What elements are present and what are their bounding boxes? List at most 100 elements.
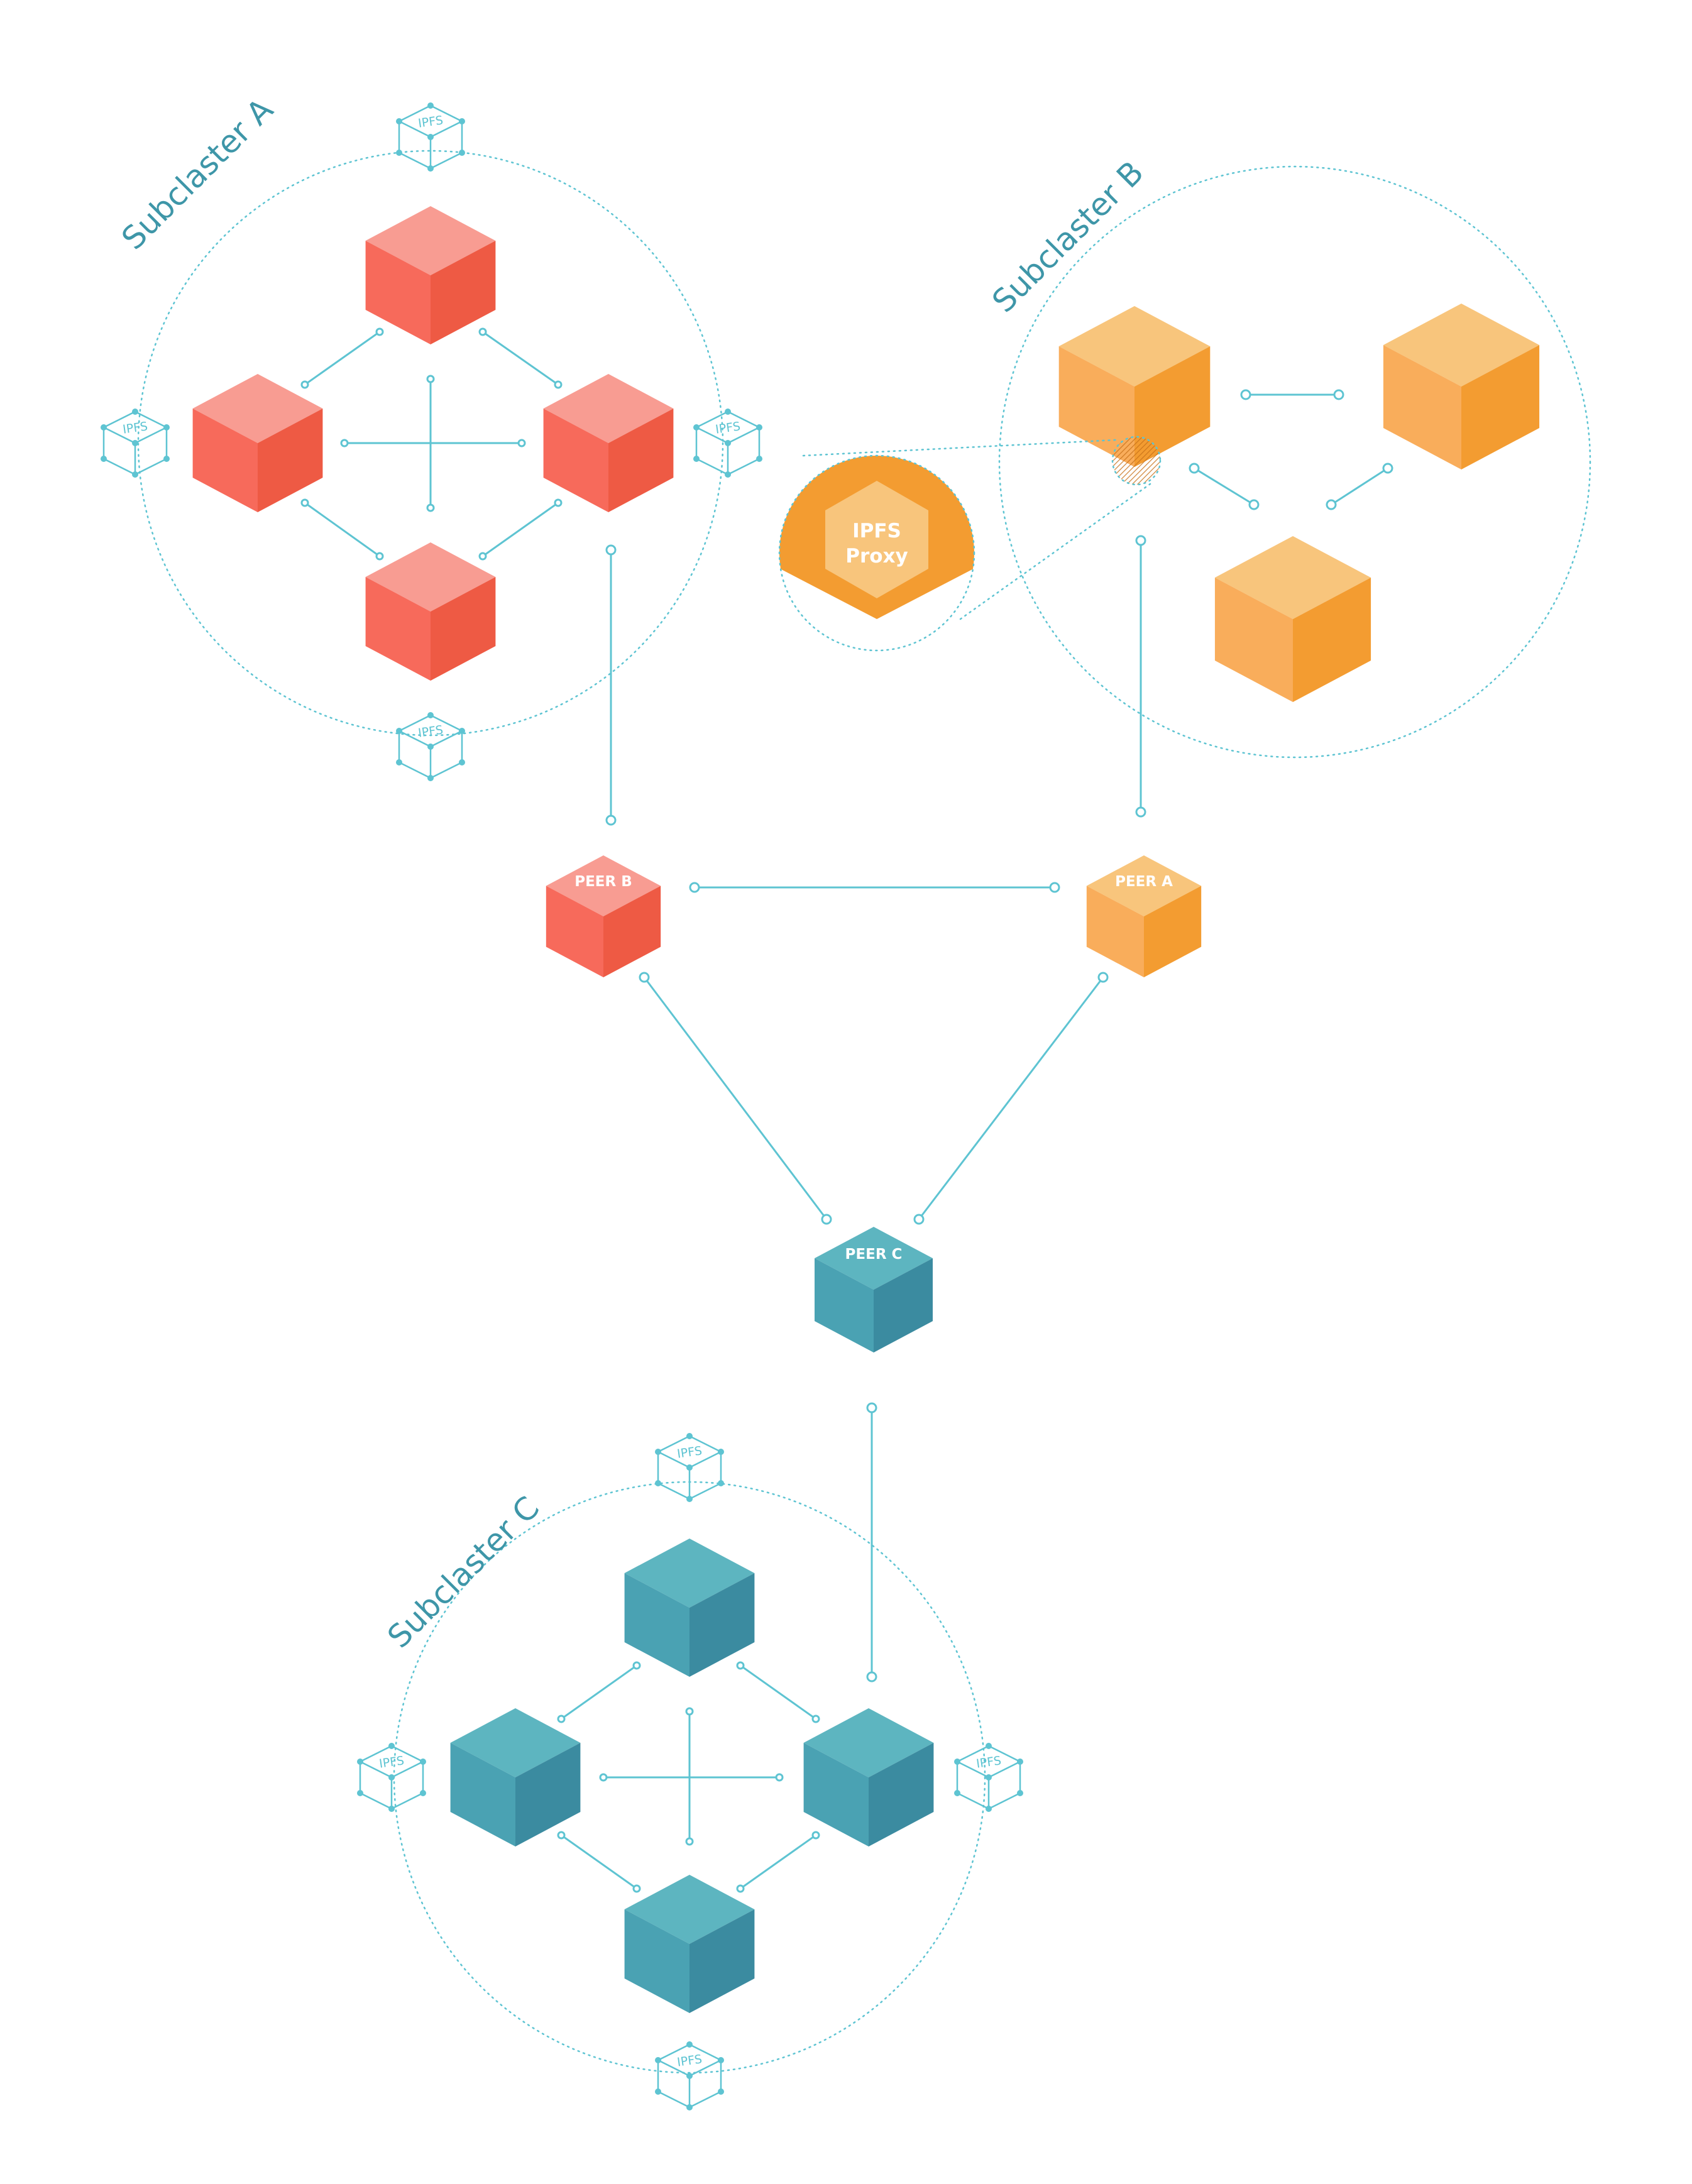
ipfs-vertex [1017, 1790, 1023, 1796]
ipfs-vertex [718, 1480, 724, 1486]
ipfs-vertex [725, 440, 731, 446]
ipfs-node: IPFS [396, 102, 465, 172]
subcluster-a-links [300, 327, 563, 561]
subcluster-a: IPFS IPFS IPFS IPFS Subclaster A [101, 91, 762, 781]
cube [1383, 304, 1540, 469]
ipfs-vertex [725, 471, 731, 478]
cube [543, 374, 674, 512]
peer-c: PEER C [815, 1227, 933, 1353]
cube-left-face [192, 409, 258, 512]
peer-b-label: PEER B [574, 874, 632, 890]
ipfs-vertex [357, 1759, 363, 1765]
cube-left-face [1058, 346, 1134, 467]
cube [624, 1539, 755, 1677]
subcluster-c-label: Subclaster C [380, 1490, 546, 1655]
ipfs-vertex [427, 775, 434, 781]
ipfs-label: IPFS [676, 1444, 703, 1461]
ipfs-vertex [388, 1743, 395, 1749]
cube [624, 1875, 755, 2013]
ipfs-vertex [954, 1759, 960, 1765]
ipfs-vertex [986, 1806, 992, 1812]
ipfs-vertex [427, 744, 434, 750]
cube-left-face [543, 409, 608, 512]
ipfs-vertex [686, 1496, 693, 1502]
peer-c-label: PEER C [845, 1246, 903, 1263]
cube-left-face [450, 1743, 515, 1847]
cube-left-face [365, 577, 431, 681]
ipfs-vertex [686, 1433, 693, 1439]
ipfs-vertex [420, 1790, 426, 1796]
peer-a: PEER A [1086, 855, 1202, 977]
ipfs-vertex [396, 118, 402, 124]
ipfs-proxy-callout: IPFS Proxy [778, 436, 1162, 652]
ipfs-vertex [427, 102, 434, 109]
peer-a-label: PEER A [1115, 874, 1173, 890]
cube-right-face [431, 577, 496, 681]
cube [1086, 855, 1202, 977]
cube-right-face [1293, 578, 1371, 702]
cube-top-face [1058, 306, 1211, 387]
cube-right-face [603, 886, 661, 977]
ipfs-label: IPFS [676, 2052, 703, 2069]
proxy-label-line1: IPFS [852, 520, 901, 542]
ipfs-vertex [427, 712, 434, 718]
cube-left-face [803, 1743, 869, 1847]
ipfs-vertex [396, 728, 402, 734]
cube-top-face [803, 1708, 934, 1777]
cube-top-face [624, 1539, 755, 1608]
cube-left-face [1214, 578, 1293, 702]
ipfs-vertex [718, 2057, 724, 2063]
ipfs-vertex [655, 2088, 661, 2095]
ipfs-vertex [163, 424, 170, 431]
cube-left-face [546, 886, 603, 977]
ipfs-label: IPFS [417, 113, 444, 130]
cube [803, 1708, 934, 1847]
cube-left-face [1383, 345, 1461, 469]
cube-right-face [608, 409, 674, 512]
ipfs-vertex [718, 2088, 724, 2095]
cube-right-face [1144, 886, 1202, 977]
ipfs-vertex [396, 759, 402, 765]
ipfs-vertex [132, 440, 138, 446]
ipfs-label: IPFS [715, 419, 741, 436]
ipfs-vertex [1017, 1759, 1023, 1765]
cube [365, 542, 496, 681]
cube-top-face [624, 1875, 755, 1944]
ipfs-vertex [459, 118, 465, 124]
cube-left-face [1086, 886, 1144, 977]
subcluster-c-links [557, 1661, 820, 1893]
subcluster-c: IPFS IPFS IPFS IPFS Subclaster C [357, 1433, 1023, 2110]
ipfs-vertex [655, 1449, 661, 1455]
subcluster-a-label: Subclaster A [114, 91, 280, 256]
ipfs-vertex [427, 165, 434, 172]
cube [815, 1227, 933, 1353]
proxy-label-line2: Proxy [845, 545, 908, 568]
cube-top-face [1086, 855, 1202, 916]
cube [450, 1708, 581, 1847]
ipfs-vertex [693, 456, 700, 462]
ipfs-vertex [459, 150, 465, 156]
ipfs-vertex [954, 1790, 960, 1796]
ipfs-vertex [396, 150, 402, 156]
ipfs-vertex [756, 456, 762, 462]
ipfs-node: IPFS [357, 1743, 426, 1812]
cube-right-face [874, 1258, 933, 1353]
ipfs-vertex [427, 134, 434, 140]
ipfs-node: IPFS [655, 1433, 724, 1502]
subcluster-b-label: Subclaster B [985, 154, 1150, 319]
cube-right-face [689, 1909, 755, 2013]
ipfs-vertex [686, 2073, 693, 2079]
subcluster-b-links [1189, 389, 1393, 510]
subcluster-b-orbit [998, 165, 1591, 759]
ipfs-vertex [986, 1743, 992, 1749]
ipfs-vertex [101, 424, 107, 431]
ipfs-vertex [420, 1759, 426, 1765]
cube [1058, 306, 1211, 467]
ipfs-vertex [756, 424, 762, 431]
ipfs-vertex [986, 1774, 992, 1781]
proxy-hexagon [825, 481, 928, 598]
cube-left-face [624, 1909, 689, 2013]
cube-left-face [815, 1258, 874, 1353]
ipfs-node: IPFS [954, 1743, 1023, 1812]
